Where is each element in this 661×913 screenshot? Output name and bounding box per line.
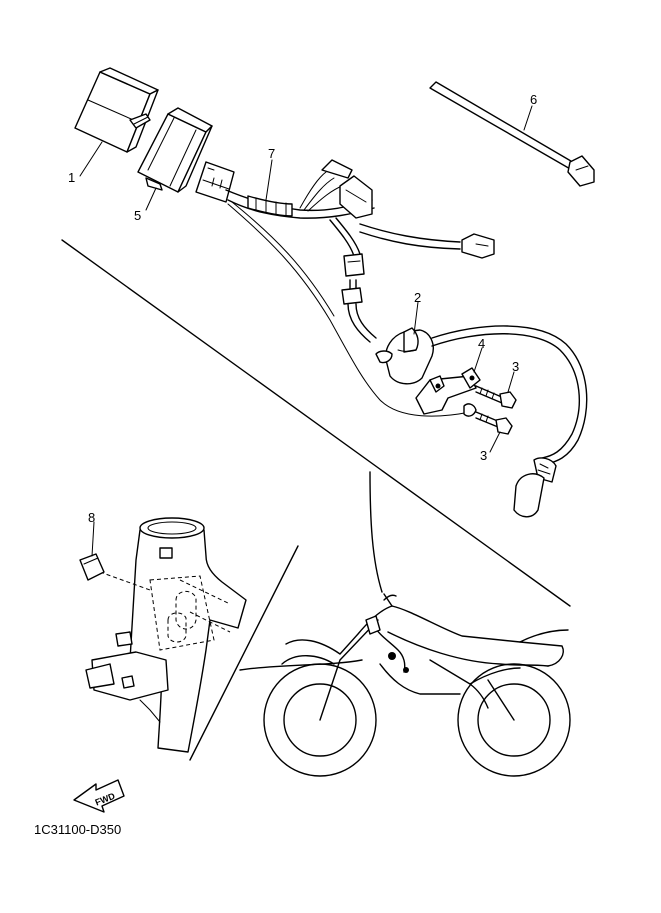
motorcycle-silhouette: [263, 593, 571, 777]
part-wire-harness: [195, 159, 495, 417]
handlebar-inset: [85, 517, 299, 761]
leader-7: [265, 159, 273, 201]
leader-5: [145, 187, 157, 211]
fwd-arrow-icon: FWD: [73, 779, 125, 813]
callout-5: 5: [134, 208, 141, 223]
leader-6: [523, 105, 533, 131]
leader-8: [91, 521, 95, 557]
diagram-code: 1C31100-D350: [34, 822, 121, 837]
leader-1: [79, 141, 103, 177]
callout-3-upper: 3: [512, 359, 519, 374]
part-cdi-unit: [74, 67, 159, 153]
leader-inset-to-bike: [239, 659, 363, 671]
callout-8: 8: [88, 510, 95, 525]
callout-6: 6: [530, 92, 537, 107]
part-label-clip: [79, 553, 105, 581]
section-divider-line: [61, 239, 571, 607]
callout-3-lower: 3: [480, 448, 487, 463]
part-cable-tie: [429, 81, 595, 187]
part-coil-bracket: [415, 367, 481, 415]
leader-coil-to-bike: [369, 471, 383, 593]
part-bolt-upper: [475, 385, 517, 409]
part-cdi-holder: [137, 107, 213, 193]
part-bolt-lower: [463, 403, 513, 435]
callout-4: 4: [478, 336, 485, 351]
part-ignition-coil: [375, 325, 588, 518]
leader-2: [413, 301, 419, 335]
leader-3a: [507, 371, 515, 393]
leader-3b: [489, 431, 501, 453]
callout-7: 7: [268, 146, 275, 161]
callout-2: 2: [414, 290, 421, 305]
leader-4: [473, 347, 483, 373]
callout-1: 1: [68, 170, 75, 185]
